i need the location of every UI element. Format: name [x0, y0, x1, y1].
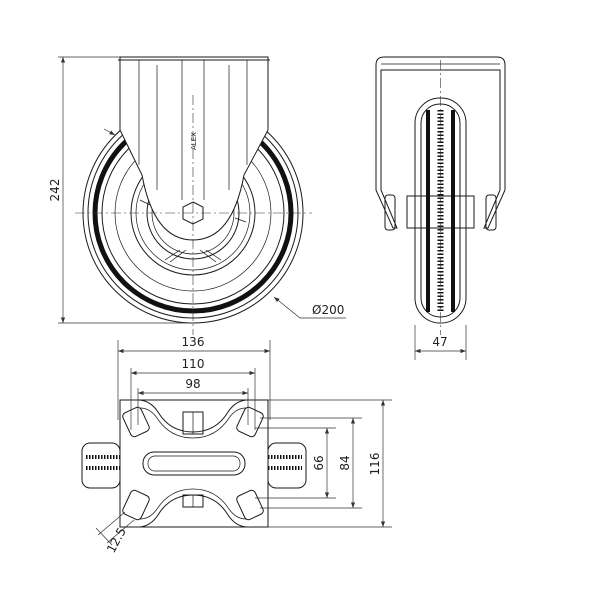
width-dimension-label: 136 [182, 335, 205, 349]
top-plate [119, 399, 269, 528]
front-view: ALEX 242 Ø200 136 [48, 56, 346, 420]
diameter-dimension-label: Ø200 [312, 303, 344, 317]
inner-hole-y-label: 66 [312, 455, 326, 470]
side-width-dimension-label: 47 [432, 335, 447, 349]
logo-text: ALEX [190, 132, 198, 150]
hole-slot-label: 12.5 [104, 525, 129, 555]
center-slot [142, 451, 246, 476]
outer-hole-y-label: 84 [338, 455, 352, 470]
side-view: 47 [375, 56, 506, 360]
fork-body [119, 56, 269, 241]
inner-hole-spacing-label: 98 [185, 377, 200, 391]
mounting-holes [122, 406, 264, 521]
outer-hole-spacing-label: 110 [182, 357, 205, 371]
bottom-view: 110 98 116 84 66 12.5 [81, 357, 392, 555]
height-dimension-label: 242 [48, 179, 62, 202]
side-bracket [375, 56, 506, 229]
plate-length-label: 116 [368, 453, 382, 476]
wheel-spokes [139, 199, 247, 263]
